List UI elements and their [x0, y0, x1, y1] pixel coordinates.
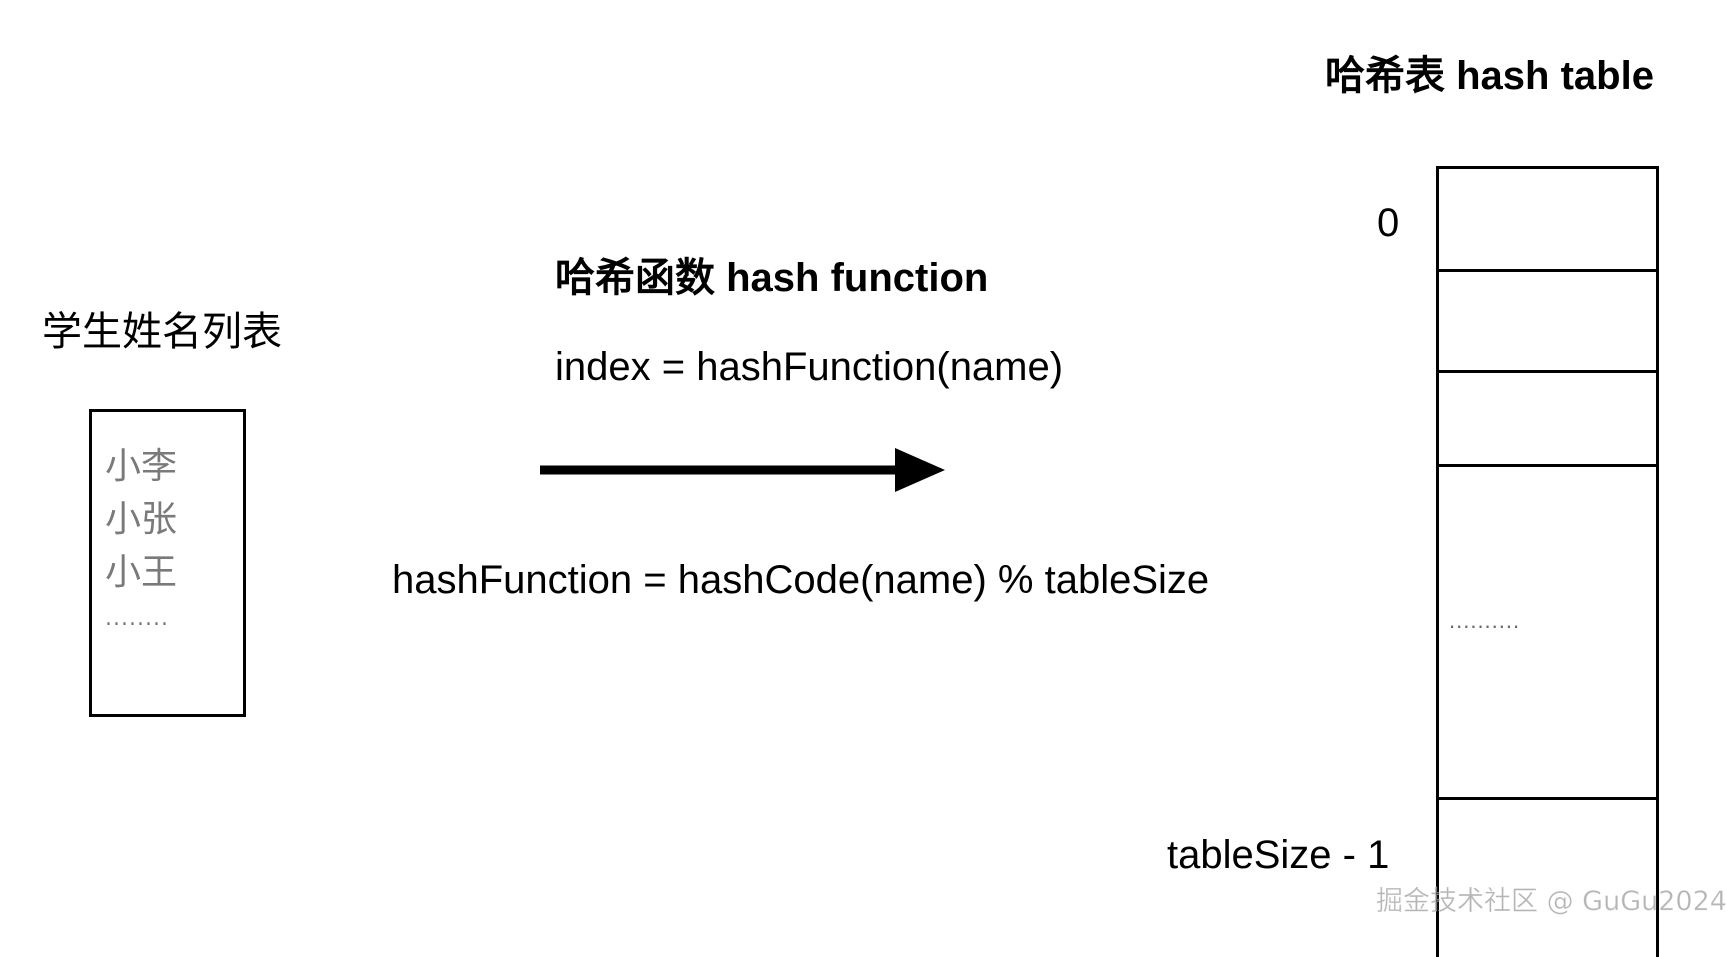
list-item: 小王: [105, 552, 178, 593]
table-slot-last: [1436, 797, 1659, 957]
hash-table-title: 哈希表 hash table: [1325, 54, 1654, 98]
list-item-ellipsis: ........: [105, 606, 169, 631]
hash-table: ..........: [1436, 166, 1659, 957]
first-index-label: 0: [1377, 201, 1400, 245]
hash-function-formula: hashFunction = hashCode(name) % tableSiz…: [392, 558, 1210, 602]
table-slot: ..........: [1436, 464, 1659, 800]
table-slot: [1436, 269, 1659, 373]
student-name-list: 小李 小张 小王 ........: [89, 409, 246, 717]
hash-function-title: 哈希函数 hash function: [555, 256, 989, 300]
index-formula: index = hashFunction(name): [555, 345, 1064, 389]
watermark: 掘金技术社区 @ GuGu2024: [1376, 886, 1727, 917]
arrow-head: [895, 448, 945, 492]
list-item: 小李: [105, 446, 178, 487]
last-index-label: tableSize - 1: [1167, 833, 1390, 877]
table-slot: [1436, 370, 1659, 467]
student-list-title: 学生姓名列表: [42, 309, 282, 355]
mapping-arrow: [540, 448, 945, 492]
table-slot: [1436, 166, 1659, 272]
list-item: 小张: [105, 499, 178, 540]
slot-ellipsis: ..........: [1449, 608, 1521, 633]
